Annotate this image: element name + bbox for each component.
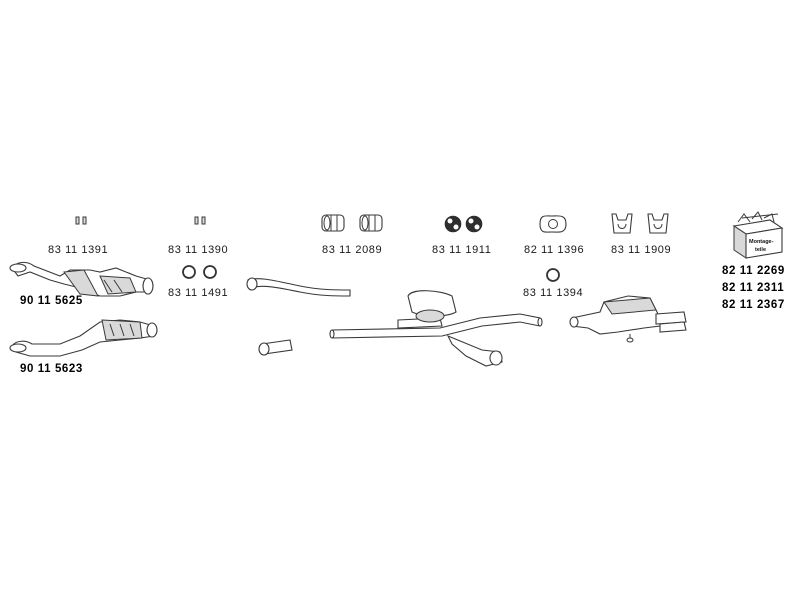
part-number-clamp-pair-2: 83 11 1390 (168, 244, 229, 256)
catalytic-converter-lower-icon (9, 319, 158, 357)
gasket-icon (539, 215, 567, 233)
rear-silencer-icon (569, 295, 687, 343)
catalytic-converter-upper-icon (9, 261, 154, 297)
part-number-catalytic-converter-upper: 90 11 5625 (20, 295, 83, 307)
kit-box-label-line-2: teile (755, 247, 766, 253)
part-number-clamp-pair-1: 83 11 1391 (48, 244, 109, 256)
ring-pair-icon (182, 265, 217, 279)
part-number-hangers: 83 11 1909 (611, 244, 672, 256)
bolt-pair-2 (194, 216, 206, 225)
part-number-clamp-set-3: 83 11 2089 (322, 244, 383, 256)
part-number-ring-pair: 83 11 1491 (168, 287, 229, 299)
part-number-seal-ring: 83 11 1394 (523, 287, 584, 299)
bolt-pair-1 (75, 216, 87, 225)
seal-ring-icon (546, 268, 560, 282)
kit-box-label-line-1: Montage- (749, 239, 774, 245)
hanger-icons (611, 213, 669, 234)
front-pipe-icon (246, 277, 351, 297)
part-number-mounting-kit-2: 82 11 2311 (722, 282, 785, 294)
center-silencer-icon (329, 290, 543, 367)
part-number-rubber-mounts: 83 11 1911 (432, 244, 492, 256)
part-number-catalytic-converter-lower: 90 11 5623 (20, 363, 83, 375)
part-number-mounting-kit-1: 82 11 2269 (722, 265, 785, 277)
part-number-gasket: 82 11 1396 (524, 244, 585, 256)
part-number-mounting-kit-3: 82 11 2367 (722, 299, 785, 311)
mounting-kit-box-icon: Montage- teile (732, 211, 784, 259)
pipe-connector-icon (258, 339, 293, 356)
rubber-mount-icons (444, 215, 483, 233)
clamp-pair-icon (321, 214, 383, 232)
